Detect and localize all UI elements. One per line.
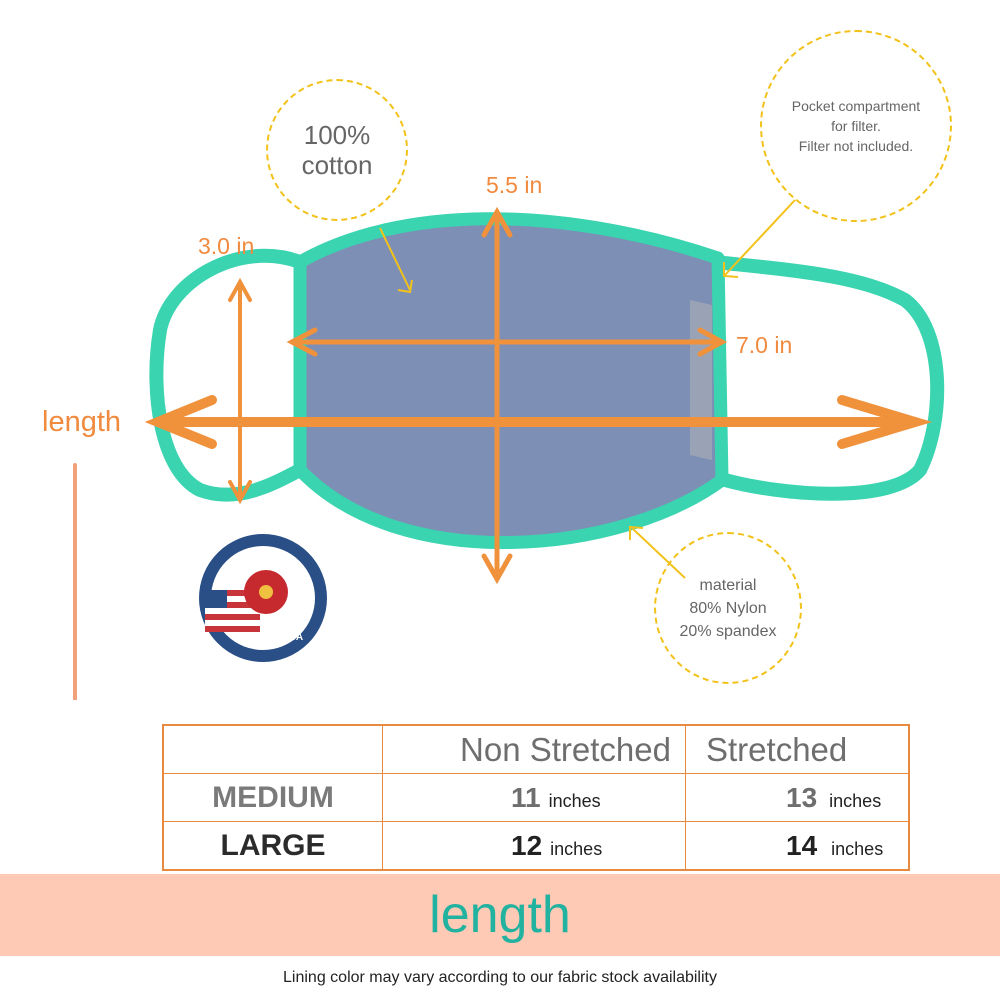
medium-stretched-value: 13: [786, 781, 818, 813]
pocket-callout: Pocket compartment for filter. Filter no…: [760, 30, 952, 222]
size-table-header-row: Non Stretched Stretched: [162, 724, 910, 774]
pocket-line-2: for filter.: [831, 118, 881, 134]
width-label: 7.0 in: [736, 332, 793, 358]
length-banner: length: [0, 874, 1000, 956]
height-label: 5.5 in: [486, 172, 543, 198]
medium-stretched: 13 inches: [685, 773, 910, 822]
length-label: length: [42, 406, 122, 438]
length-banner-text: length: [429, 886, 571, 944]
mask-illustration: PROUDLY MADE IN USA: [73, 199, 945, 700]
large-non-stretched-unit: inches: [550, 838, 603, 859]
mask-body: [293, 212, 729, 550]
width-arrow: [286, 327, 728, 357]
size-label-large: LARGE: [162, 821, 383, 871]
right-ear-loop: [714, 255, 945, 501]
size-row-medium: MEDIUM 11 inches 13 inches: [162, 773, 910, 822]
height-arrow: [481, 206, 513, 585]
large-non-stretched-value: 12: [511, 829, 543, 861]
ear-height-arrow: [228, 277, 252, 505]
large-stretched-value: 14: [786, 829, 818, 861]
header-stretched: Stretched: [685, 724, 910, 774]
length-arrow: [144, 395, 933, 449]
material-line-2: 80% Nylon: [689, 599, 767, 617]
pocket-pointer: [724, 199, 796, 276]
badge-top-text: PROUDLY: [237, 553, 290, 565]
size-label-medium: MEDIUM: [162, 773, 383, 822]
ear-height-label: 3.0 in: [198, 233, 255, 259]
left-ear-loop: [149, 248, 304, 502]
medium-stretched-unit: inches: [829, 790, 882, 811]
cotton-callout: 100% cotton: [266, 79, 408, 221]
cotton-callout-text: 100% cotton: [301, 120, 373, 180]
pocket-line-1: Pocket compartment: [791, 98, 921, 114]
large-stretched: 14 inches: [685, 821, 910, 871]
material-line-1: material: [699, 576, 757, 594]
medium-non-stretched: 11 inches: [382, 773, 686, 822]
medium-non-stretched-value: 11: [511, 781, 541, 813]
size-row-large: LARGE 12 inches 14 inches: [162, 821, 910, 871]
large-non-stretched: 12 inches: [382, 821, 686, 871]
large-stretched-unit: inches: [831, 838, 884, 859]
inner-lining: [690, 300, 712, 460]
material-line-3: 20% spandex: [679, 622, 777, 640]
made-in-usa-badge: PROUDLY MADE IN USA: [199, 534, 327, 662]
header-non-stretched: Non Stretched: [382, 724, 686, 774]
badge-bottom-text: MADE IN USA: [237, 632, 303, 643]
medium-non-stretched-unit: inches: [548, 790, 601, 811]
size-table: Non Stretched Stretched MEDIUM 11 inches …: [162, 724, 910, 871]
cotton-pointer: [379, 227, 411, 291]
lining-disclaimer: Lining color may vary according to our f…: [283, 969, 717, 986]
material-callout: material 80% Nylon 20% spandex: [654, 532, 802, 684]
header-empty: [162, 724, 383, 774]
pocket-line-3: Filter not included.: [798, 138, 914, 154]
down-arrow: [73, 463, 77, 700]
